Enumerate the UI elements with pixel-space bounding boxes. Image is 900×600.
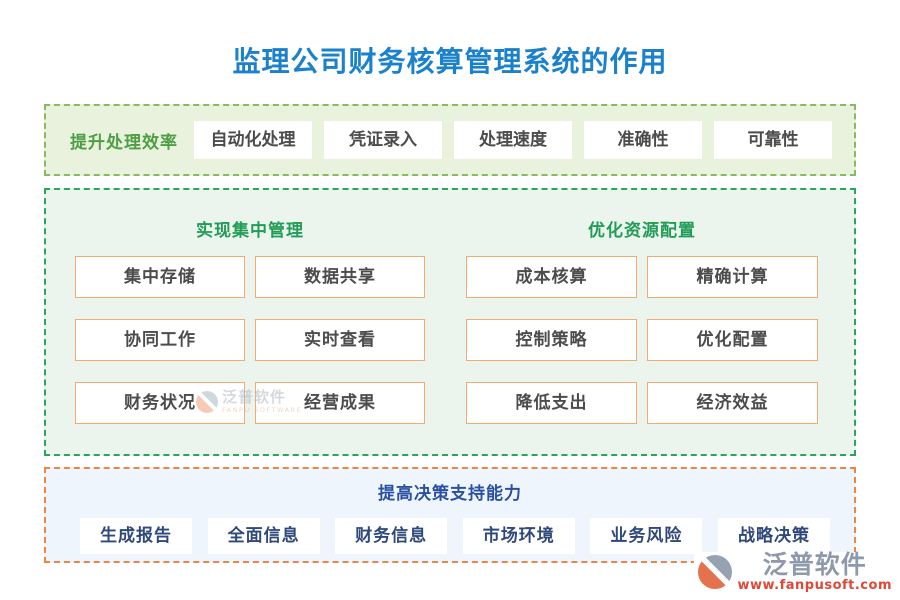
centralized-management-grid: 集中存储 数据共享 协同工作 实时查看 财务状况 经营成果 — [75, 256, 425, 424]
efficiency-item-auto-processing: 自动化处理 — [194, 121, 312, 159]
efficiency-item-voucher-entry: 凭证录入 — [324, 121, 442, 159]
resource-optimization-grid: 成本核算 精确计算 控制策略 优化配置 降低支出 经济效益 — [466, 256, 818, 424]
watermark-center: 泛普软件 FANPU SOFTWARE — [196, 390, 302, 414]
management-item-data-sharing: 数据共享 — [255, 256, 425, 298]
management-item-operating-results: 经营成果 — [255, 382, 425, 424]
section-management: 实现集中管理 集中存储 数据共享 协同工作 实时查看 财务状况 经营成果 优化资… — [44, 188, 856, 456]
decision-item-comprehensive-info: 全面信息 — [207, 518, 320, 554]
watermark-center-text: 泛普软件 FANPU SOFTWARE — [222, 390, 302, 414]
management-item-realtime-view: 实时查看 — [255, 319, 425, 361]
decision-item-business-risk: 业务风险 — [590, 518, 703, 554]
fanpu-logo-icon — [196, 390, 218, 413]
decision-support-header: 提高决策支持能力 — [378, 484, 522, 504]
fanpu-logo: 泛普软件 www.fanpusoft.com — [694, 552, 892, 592]
section-efficiency: 提升处理效率 自动化处理 凭证录入 处理速度 准确性 可靠性 — [44, 104, 856, 176]
decision-item-strategic-decision: 战略决策 — [717, 518, 830, 554]
resource-item-control-strategy: 控制策略 — [466, 319, 637, 361]
resource-optimization-header: 优化资源配置 — [588, 221, 696, 241]
efficiency-item-reliability: 可靠性 — [714, 121, 832, 159]
decision-item-market-environment: 市场环境 — [462, 518, 575, 554]
fanpu-website-url: www.fanpusoft.com — [737, 578, 892, 593]
section-decision: 提高决策支持能力 生成报告 全面信息 财务信息 市场环境 业务风险 战略决策 — [44, 467, 856, 563]
resource-item-cost-accounting: 成本核算 — [466, 256, 637, 298]
efficiency-label: 提升处理效率 — [70, 132, 178, 153]
watermark-brand: 泛普软件 — [222, 388, 287, 406]
fanpu-logo-icon — [698, 555, 733, 589]
management-item-collaboration: 协同工作 — [75, 319, 245, 361]
watermark-brand-sub: FANPU SOFTWARE — [222, 406, 303, 414]
management-centralized-group: 实现集中管理 集中存储 数据共享 协同工作 实时查看 财务状况 经营成果 — [75, 216, 425, 454]
resource-item-optimized-allocation: 优化配置 — [647, 319, 818, 361]
management-item-centralized-storage: 集中存储 — [75, 256, 245, 298]
decision-items-row: 生成报告 全面信息 财务信息 市场环境 业务风险 战略决策 — [46, 518, 854, 554]
resource-item-reduce-expenses: 降低支出 — [466, 382, 637, 424]
decision-item-financial-info: 财务信息 — [335, 518, 448, 554]
decision-item-generate-reports: 生成报告 — [80, 518, 192, 554]
fanpu-logo-text: 泛普软件 www.fanpusoft.com — [737, 552, 892, 592]
resource-item-economic-benefit: 经济效益 — [647, 382, 818, 424]
efficiency-item-accuracy: 准确性 — [584, 121, 702, 159]
page-title: 监理公司财务核算管理系统的作用 — [232, 45, 668, 78]
fanpu-brand-name: 泛普软件 — [762, 550, 867, 579]
resource-item-precise-calculation: 精确计算 — [647, 256, 818, 298]
resource-optimization-group: 优化资源配置 成本核算 精确计算 控制策略 优化配置 降低支出 经济效益 — [466, 216, 818, 454]
centralized-management-header: 实现集中管理 — [196, 221, 304, 241]
efficiency-item-processing-speed: 处理速度 — [454, 121, 572, 159]
